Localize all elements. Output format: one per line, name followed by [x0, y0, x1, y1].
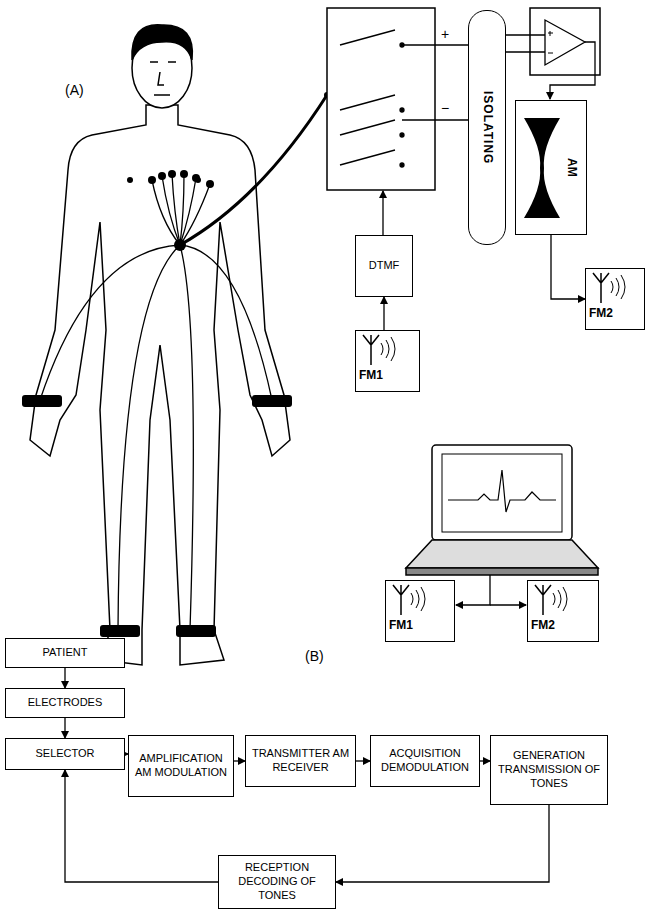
- panel-label: (B): [305, 648, 324, 664]
- radio-box: FM1: [385, 580, 455, 642]
- connector-arrow: [356, 760, 370, 761]
- connector-arrow: [480, 760, 490, 761]
- node-text: ELECTRODES: [24, 694, 107, 712]
- node-text: PATIENT: [39, 644, 92, 662]
- dtmf-box: DTMF: [355, 235, 413, 297]
- antenna-icon: [589, 271, 633, 305]
- node-text: AM: [564, 158, 579, 177]
- electrode: [22, 92, 330, 637]
- panel-label: (A): [65, 82, 84, 98]
- node-text: TRANSMITTER AM RECEIVER: [246, 745, 355, 777]
- modulator-box: AM: [515, 100, 587, 235]
- process-box: ELECTRODES: [5, 688, 125, 718]
- polarity-sign: +: [441, 26, 449, 42]
- process-box: ACQUISITION DEMODULATION: [370, 735, 480, 787]
- antenna-icon: [531, 583, 575, 617]
- process-box: RECEPTION DECODING OF TONES: [218, 855, 336, 909]
- electrode-wires: [40, 95, 327, 630]
- node-text: SELECTOR: [31, 745, 98, 763]
- node-text: GENERATION TRANSMISSION OF TONES: [491, 747, 607, 792]
- human-figure: [30, 25, 290, 665]
- process-box: SELECTOR: [5, 738, 125, 770]
- connector-arrow: [64, 718, 65, 738]
- node-text: ISOLATING: [480, 91, 495, 164]
- connector-arrow: [234, 760, 245, 761]
- connector-arrow: [551, 235, 585, 299]
- isolation-band: ISOLATING: [468, 10, 506, 245]
- process-box: GENERATION TRANSMISSION OF TONES: [490, 735, 608, 805]
- node-text: DTMF: [365, 257, 404, 275]
- op-amp: [506, 8, 600, 99]
- am-waveform: [522, 113, 562, 223]
- node-text: FM1: [389, 618, 413, 633]
- radio-box: FM1: [355, 330, 420, 392]
- node-text: FM1: [359, 368, 383, 383]
- process-box: AMPLIFICATION AM MODULATION: [128, 735, 234, 797]
- node-text: AMPLIFICATION AM MODULATION: [129, 750, 233, 782]
- node-text: ACQUISITION DEMODULATION: [371, 745, 479, 777]
- radio-box: FM2: [585, 268, 645, 330]
- process-box: PATIENT: [5, 638, 125, 668]
- connector-arrow: [383, 297, 384, 330]
- node-text: FM2: [589, 306, 613, 321]
- polarity-sign: −: [441, 100, 449, 116]
- selector-switches: [327, 8, 468, 235]
- radio-box: FM2: [527, 580, 599, 642]
- process-box: TRANSMITTER AM RECEIVER: [245, 735, 356, 787]
- connector-arrow: [336, 805, 549, 882]
- antenna-icon: [389, 583, 433, 617]
- antenna-icon: [359, 333, 403, 367]
- node-text: FM2: [531, 618, 555, 633]
- connector-arrow: [64, 668, 65, 688]
- node-text: RECEPTION DECODING OF TONES: [219, 859, 335, 904]
